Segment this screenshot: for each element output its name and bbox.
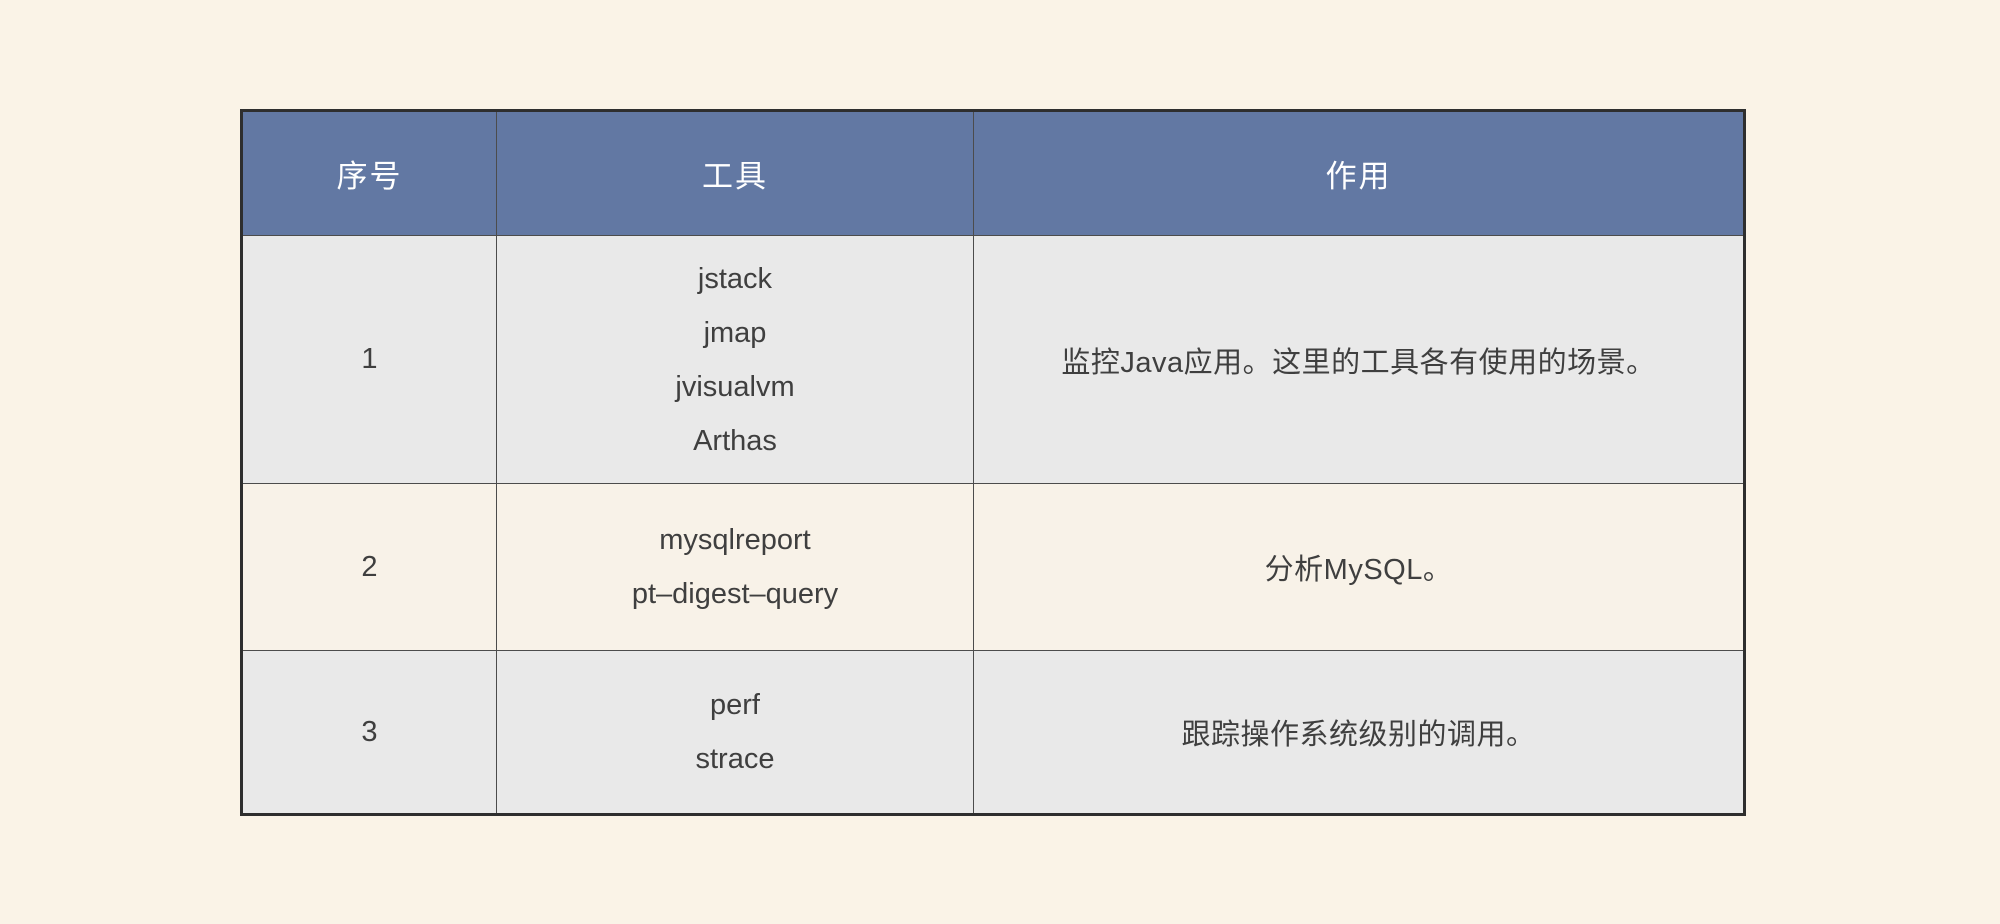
cell-tools: mysqlreport pt–digest–query: [496, 483, 974, 651]
cell-purpose: 监控Java应用。这里的工具各有使用的场景。: [973, 235, 1745, 484]
header-index: 序号: [241, 110, 497, 236]
table-row: 3 perf strace 跟踪操作系统级别的调用。: [241, 650, 1745, 815]
tool-name: mysqlreport: [659, 524, 811, 556]
tool-name: jstack: [697, 262, 773, 295]
tool-name: perf: [710, 689, 760, 721]
cell-purpose: 跟踪操作系统级别的调用。: [973, 650, 1745, 815]
cell-index: 3: [241, 650, 497, 815]
header-tool: 工具: [496, 110, 974, 236]
table-row: 1 jstack jmap jvisualvm Arthas 监控Java应用。…: [241, 235, 1745, 484]
cell-tools: jstack jmap jvisualvm Arthas: [496, 235, 974, 484]
cell-tools: perf strace: [496, 650, 974, 815]
tool-name: Arthas: [693, 424, 777, 457]
tools-table: 序号 工具 作用 1 jstack jmap jvisualvm Arthas …: [240, 109, 1746, 816]
tool-name: strace: [695, 743, 775, 775]
tool-name: jvisualvm: [675, 370, 795, 403]
tool-name: jmap: [703, 316, 767, 349]
table-row: 2 mysqlreport pt–digest–query 分析MySQL。: [241, 483, 1745, 651]
cell-purpose: 分析MySQL。: [973, 483, 1745, 651]
header-purpose: 作用: [973, 110, 1745, 236]
table-header-row: 序号 工具 作用: [241, 110, 1745, 236]
cell-index: 1: [241, 235, 497, 484]
cell-index: 2: [241, 483, 497, 651]
tool-name: pt–digest–query: [631, 578, 839, 610]
